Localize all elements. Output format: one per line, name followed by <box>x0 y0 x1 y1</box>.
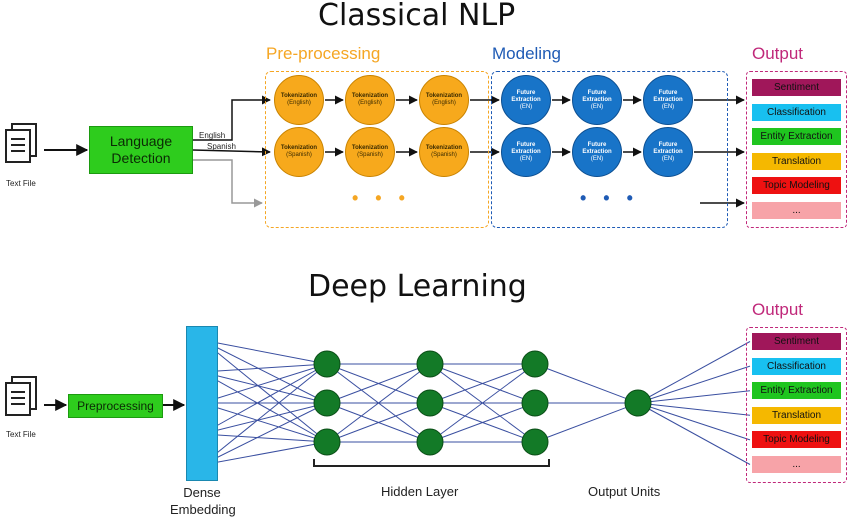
hidden-layer-bracket <box>313 459 550 467</box>
top-output-item: Translation <box>752 152 841 170</box>
network-edge <box>201 402 328 435</box>
deep-learning-title: Deep Learning <box>308 269 527 304</box>
hidden-neuron-node <box>521 428 549 456</box>
network-edge <box>534 363 639 404</box>
hidden-neuron-node <box>416 389 444 417</box>
network-edge <box>637 341 751 404</box>
top-output-item: Classification <box>752 103 841 121</box>
network-edge <box>201 339 328 404</box>
hidden-layer-label: Hidden Layer <box>381 484 459 499</box>
output-units-label: Output Units <box>588 484 661 499</box>
network-edge <box>534 402 639 443</box>
top-output-item: Sentiment <box>752 79 841 96</box>
network-edge <box>201 402 328 466</box>
network-edge <box>201 363 328 466</box>
bottom-output-item: Translation <box>752 406 841 424</box>
spanish-branch-arrow <box>192 147 271 157</box>
network-edge <box>201 371 328 443</box>
network-edge <box>429 402 536 443</box>
hidden-neuron-node <box>521 350 549 378</box>
english-branch-label: English <box>199 131 226 140</box>
text-file-label: Text File <box>6 179 36 188</box>
top-output-item: Topic Modeling <box>752 177 841 195</box>
language-detection-label: Language Detection <box>109 133 173 166</box>
text-file-icon-bottom <box>5 376 37 416</box>
top-output-item: ... <box>752 202 841 219</box>
bottom-output-title: Output <box>752 300 804 319</box>
hidden-neuron-node <box>521 389 549 417</box>
network-edge <box>201 441 328 466</box>
hidden-neuron-node <box>313 389 341 417</box>
modeling-group <box>491 71 728 228</box>
tokenization-english-node-1: Tokenization(English) <box>274 75 324 125</box>
preprocessing-box: Preprocessing <box>68 394 163 418</box>
network-edge <box>637 390 751 404</box>
text-file-icon <box>5 123 37 163</box>
network-edge <box>326 402 431 443</box>
english-branch-arrow <box>193 95 271 141</box>
top-output-group <box>746 71 847 228</box>
network-edge <box>326 363 431 443</box>
preprocessing-group <box>265 71 489 228</box>
network-edge <box>201 402 328 443</box>
network-edge <box>637 365 751 404</box>
dense-embedding-bar <box>186 326 218 481</box>
bottom-output-item: Classification <box>752 357 841 375</box>
network-edge <box>429 363 536 404</box>
bottom-output-item: ... <box>752 456 841 473</box>
network-edge <box>637 402 751 441</box>
preprocessing-label: Preprocessing <box>77 399 154 413</box>
network-edge <box>201 371 328 404</box>
output-unit-node <box>624 389 652 417</box>
tokenization-english-node-3: Tokenization(English) <box>419 75 469 125</box>
tokenization-spanish-node-1: Tokenization(Spanish) <box>274 127 324 177</box>
hidden-neuron-node <box>313 350 341 378</box>
bottom-output-item: Sentiment <box>752 333 841 350</box>
language-detection-box: Language Detection <box>89 126 193 174</box>
network-edge <box>637 402 751 465</box>
preprocessing-ellipsis: • • • <box>352 188 411 208</box>
tokenization-spanish-node-2: Tokenization(Spanish) <box>345 127 395 177</box>
network-edge <box>201 363 328 373</box>
top-output-title: Output <box>752 44 804 63</box>
top-output-item: Entity Extraction <box>752 128 841 146</box>
modeling-ellipsis: • • • <box>580 188 639 208</box>
tokenization-spanish-node-3: Tokenization(Spanish) <box>419 127 469 177</box>
network-edge <box>637 402 751 416</box>
bottom-output-item: Entity Extraction <box>752 382 841 400</box>
network-edge <box>201 363 328 404</box>
tokenization-english-node-2: Tokenization(English) <box>345 75 395 125</box>
modeling-title: Modeling <box>492 44 561 63</box>
classical-nlp-title: Classical NLP <box>318 0 516 33</box>
bottom-output-group <box>746 327 847 483</box>
network-edge <box>201 339 328 365</box>
bottom-output-item: Topic Modeling <box>752 431 841 449</box>
other-language-arrow <box>193 159 263 208</box>
network-edge <box>201 339 328 443</box>
text-file-label-bottom: Text File <box>6 430 36 439</box>
spanish-branch-label: Spanish <box>207 142 236 151</box>
preprocessing-title: Pre-processing <box>266 44 381 63</box>
hidden-neuron-node <box>416 428 444 456</box>
network-edge <box>201 433 328 443</box>
network-edge <box>201 363 328 435</box>
hidden-neuron-node <box>416 350 444 378</box>
network-edge <box>429 363 536 443</box>
network-edge <box>326 363 431 404</box>
hidden-neuron-node <box>313 428 341 456</box>
